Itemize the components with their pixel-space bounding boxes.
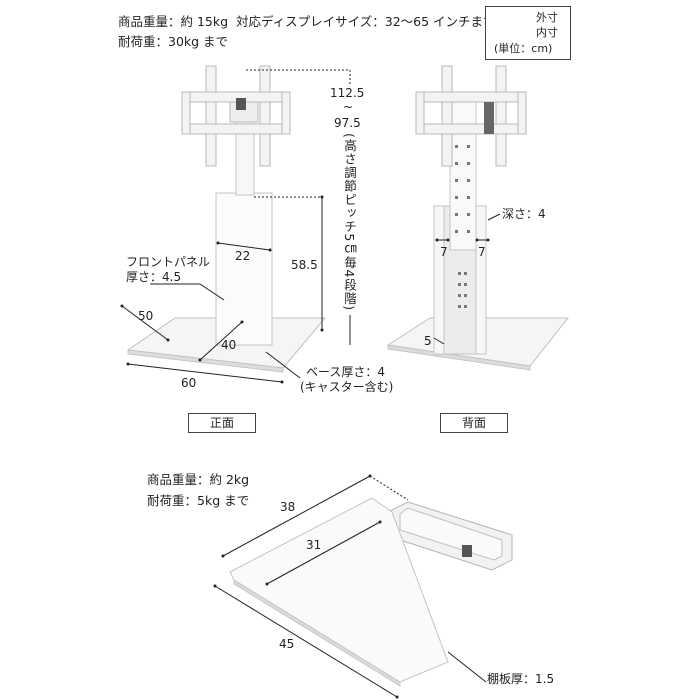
back-view-label: 背面 <box>440 413 508 433</box>
front-base-thickness: ベース厚さ：4 <box>306 365 386 379</box>
front-dimension-lines <box>120 69 351 384</box>
front-height-tilde: ~ <box>343 100 354 114</box>
front-base-inner: 40 <box>221 338 237 352</box>
front-column-height: 58.5 <box>291 258 318 272</box>
legend-inner: 内寸 <box>536 26 558 39</box>
front-panel-thickness: 厚さ：4.5 <box>126 270 182 284</box>
back-inner-left: 7 <box>440 245 448 259</box>
legend-outer: 外寸 <box>536 11 558 24</box>
back-depth-label: 深さ：4 <box>502 207 546 221</box>
front-height-note: (高さ調節ピッチ5㎝毎4段階) <box>342 133 357 312</box>
front-view-label: 正面 <box>188 413 256 433</box>
front-base-width: 60 <box>181 376 197 390</box>
shelf-thickness-label: 棚板厚：1.5 <box>487 672 555 686</box>
legend-unit: (単位：cm) <box>494 42 553 55</box>
front-base-depth: 50 <box>138 309 154 323</box>
front-height-max: 112.5 <box>330 86 365 100</box>
shelf-dimension-lines <box>213 474 487 699</box>
shelf-spec-weight: 商品重量：約 2kg <box>147 472 250 487</box>
front-base-caster-note: (キャスター含む) <box>300 380 394 394</box>
shelf-depth-outer: 38 <box>280 500 296 514</box>
stand-spec-display: 対応ディスプレイサイズ：32～65 インチまで <box>236 14 496 29</box>
shelf-depth-inner: 31 <box>306 538 322 552</box>
back-inner-right: 7 <box>478 245 486 259</box>
back-stand-illustration <box>386 65 570 371</box>
back-bottom: 5 <box>424 334 432 348</box>
stand-spec-load: 耐荷重：30kg まで <box>118 34 229 49</box>
stand-spec-weight: 商品重量：約 15kg <box>118 14 229 29</box>
shelf-spec-load: 耐荷重：5kg まで <box>147 493 250 508</box>
front-panel-label: フロントパネル <box>126 255 211 269</box>
back-dimension-lines <box>433 213 501 345</box>
shelf-width: 45 <box>279 637 295 651</box>
front-stand-illustration <box>126 65 327 373</box>
front-column-width: 22 <box>235 249 251 263</box>
shelf-illustration <box>229 497 513 687</box>
unit-legend <box>485 6 571 60</box>
front-height-min: 97.5 <box>334 116 361 130</box>
